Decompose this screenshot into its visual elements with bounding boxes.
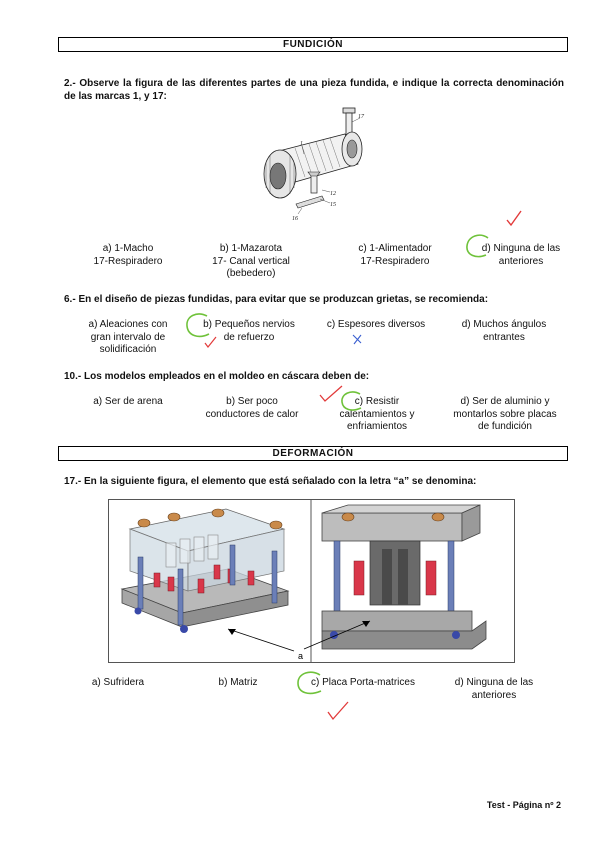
q17-option-c-line1: c) Placa Porta-matrices (311, 677, 415, 688)
q6-option-b-line1: b) Pequeños nervios (203, 319, 295, 330)
q17-option-d[interactable]: d) Ninguna de las anteriores (446, 677, 542, 702)
page-footer: Test - Página nº 2 (486, 800, 561, 810)
q2-option-d[interactable]: d) Ninguna de las anteriores (470, 243, 572, 268)
die-set-figure: a (108, 499, 515, 663)
q10-option-d-line3: de fundición (478, 421, 532, 432)
q10-option-c-line2: calentamientos y (339, 408, 415, 420)
q2-option-a-line1: a) 1-Macho (102, 243, 154, 254)
q2-option-c-line2: 17-Respiradero (360, 255, 430, 267)
q6-option-a[interactable]: a) Aleaciones con gran intervalo de soli… (80, 319, 176, 357)
q6-option-a-line1: a) Aleaciones con (88, 319, 168, 330)
green-circle-mark-q10 (341, 391, 362, 411)
red-check-mark-q17 (327, 701, 349, 721)
q10-option-a[interactable]: a) Ser de arena (80, 396, 176, 409)
die-set-section-view (321, 504, 487, 650)
q2-option-d-line1: d) Ninguna de las (481, 243, 561, 254)
q10-option-d[interactable]: d) Ser de aluminio y montarlos sobre pla… (442, 396, 568, 434)
q10-option-d-line2: montarlos sobre placas (453, 408, 557, 420)
q17-option-b-line1: b) Matriz (218, 677, 258, 688)
q2-option-d-line2: anteriores (498, 255, 544, 267)
q6-option-d-line2: entrantes (483, 331, 525, 343)
q2-option-b-line3: (bebedero) (226, 268, 276, 279)
figure-label-15: 15 (330, 202, 336, 208)
figure-label-16: 16 (292, 216, 298, 222)
figure-label-12: 12 (330, 191, 336, 197)
question-6: 6.- En el diseño de piezas fundidas, par… (64, 294, 489, 305)
q2-option-c-line1: c) 1-Alimentador (358, 243, 432, 254)
q17-option-c[interactable]: c) Placa Porta-matrices (300, 677, 426, 690)
q6-option-b-line2: de refuerzo (223, 331, 275, 343)
q10-option-b-line1: b) Ser poco (226, 396, 278, 407)
blue-cross-mark-q6 (352, 334, 362, 345)
q10-option-a-line1: a) Ser de arena (93, 396, 163, 407)
die-set-transparent-view (120, 508, 290, 633)
q6-option-a-line2: gran intervalo de (90, 331, 166, 343)
figure-label-1: 1 (300, 141, 303, 147)
q10-option-c-line1: c) Resistir (354, 396, 400, 407)
section-header-deformacion: DEFORMACIÓN (58, 446, 568, 461)
q10-option-b-line2: conductores de calor (205, 408, 299, 420)
question-2: 2.- Observe la figura de las diferentes … (64, 78, 564, 102)
q6-option-c[interactable]: c) Espesores diversos (316, 319, 436, 332)
green-circle-mark-q2 (466, 234, 489, 258)
q2-option-b-line1: b) 1-Mazarota (219, 243, 283, 254)
red-check-mark-q6 (204, 336, 217, 348)
cast-part-figure: 17 1 12 15 16 (263, 107, 365, 222)
q17-option-b[interactable]: b) Matriz (206, 677, 270, 690)
q2-option-a-line2: 17-Respiradero (93, 255, 163, 267)
q6-option-c-line1: c) Espesores diversos (326, 319, 426, 330)
figure-label-a: a (298, 651, 303, 661)
figure-label-17: 17 (358, 114, 365, 120)
q2-option-b[interactable]: b) 1-Mazarota 17- Canal vertical (bebede… (208, 243, 294, 281)
q6-option-b[interactable]: b) Pequeños nervios de refuerzo (194, 319, 304, 344)
green-circle-mark-q17 (297, 671, 322, 695)
red-check-mark-q2 (506, 210, 522, 227)
section-header-fundicion: FUNDICIÓN (58, 37, 568, 52)
q2-option-b-line2: 17- Canal vertical (212, 255, 290, 267)
q6-option-d[interactable]: d) Muchos ángulos entrantes (452, 319, 556, 344)
q17-option-d-line1: d) Ninguna de las (454, 677, 534, 688)
q2-option-c[interactable]: c) 1-Alimentador 17-Respiradero (350, 243, 440, 268)
q10-option-b[interactable]: b) Ser poco conductores de calor (194, 396, 310, 421)
green-circle-mark-q6 (186, 313, 210, 338)
q17-option-a-line1: a) Sufridera (91, 677, 145, 688)
q10-option-c-line3: enfriamientos (346, 421, 408, 432)
question-10: 10.- Los modelos empleados en el moldeo … (64, 371, 370, 382)
question-17: 17.- En la siguiente figura, el elemento… (64, 476, 477, 487)
q2-option-a[interactable]: a) 1-Macho 17-Respiradero (88, 243, 168, 268)
q10-option-d-line1: d) Ser de aluminio y (460, 396, 550, 407)
red-check-mark-q10 (319, 385, 343, 402)
q17-option-d-line2: anteriores (471, 689, 517, 701)
q6-option-a-line3: solidificación (99, 344, 157, 355)
q17-option-a[interactable]: a) Sufridera (80, 677, 156, 690)
q6-option-d-line1: d) Muchos ángulos (461, 319, 547, 330)
q10-option-c[interactable]: c) Resistir calentamientos y enfriamient… (322, 396, 432, 434)
